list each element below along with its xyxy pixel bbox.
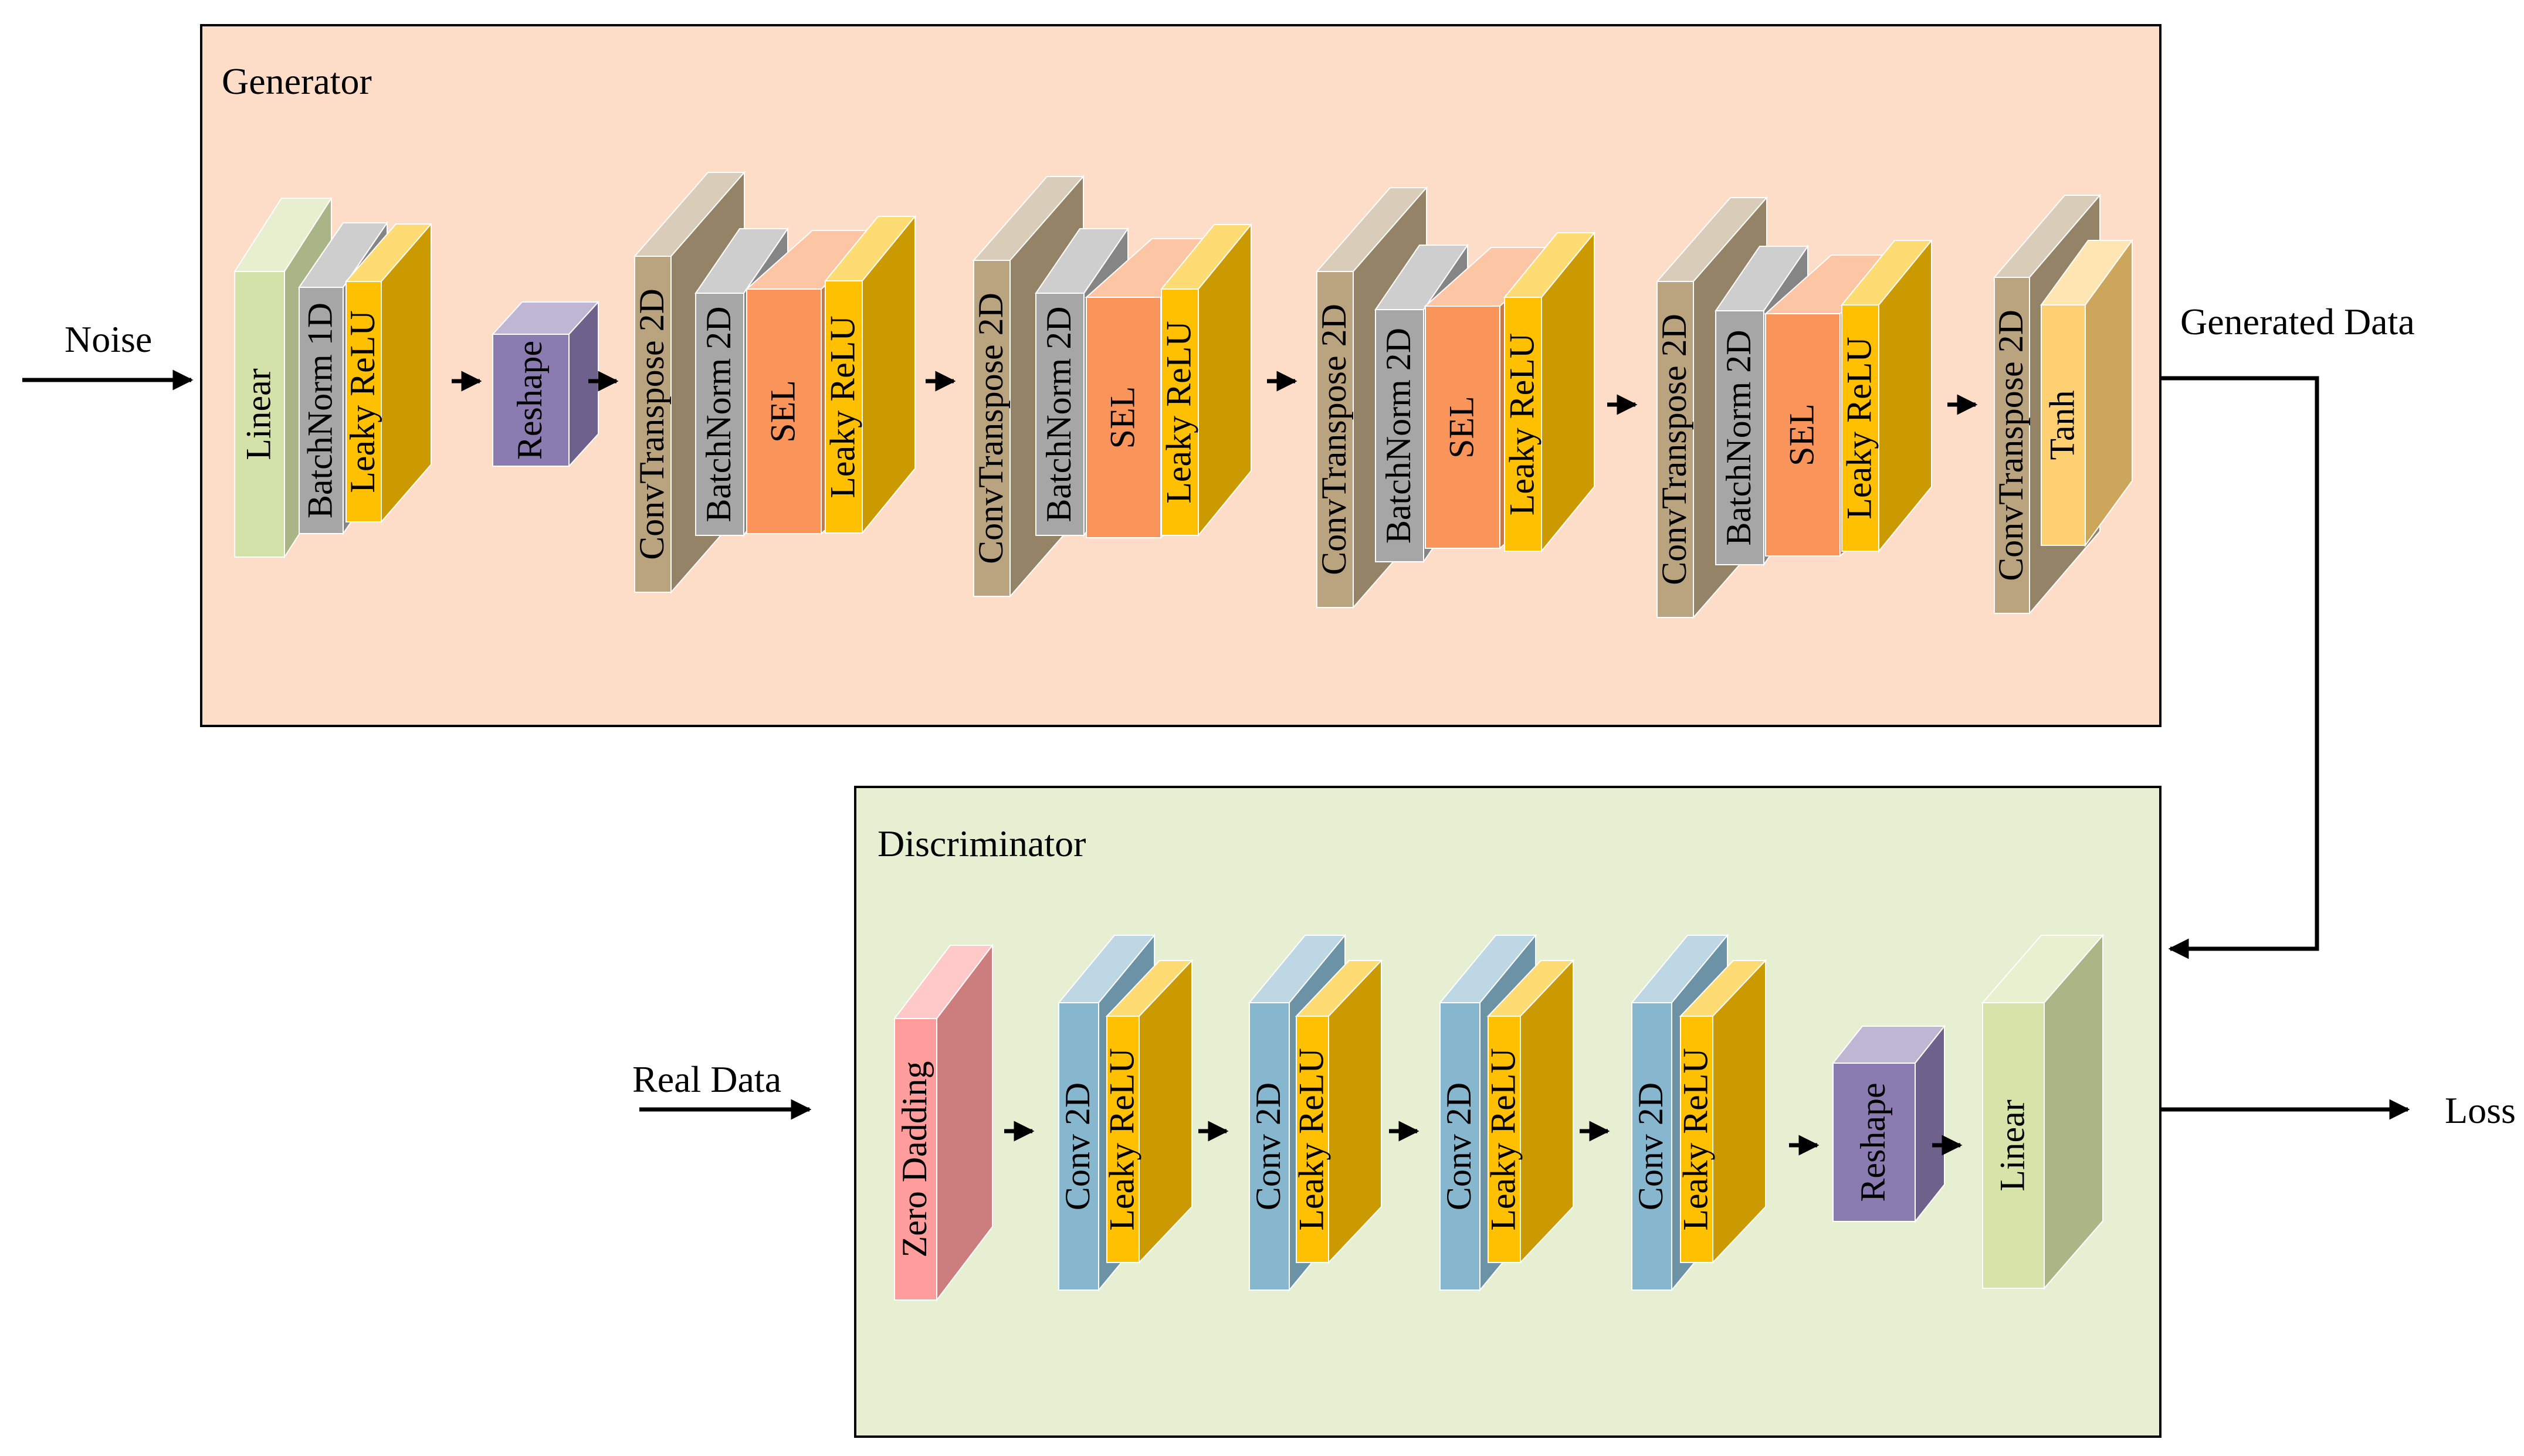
generator-layer-sel-label: SEL bbox=[1442, 396, 1480, 459]
generator-layer-convtranspose-2d-label: ConvTranspose 2D bbox=[1655, 314, 1693, 585]
generator-layer-leaky-relu-label: Leaky ReLU bbox=[1159, 321, 1198, 504]
discriminator-layer-leaky-relu: Leaky ReLU bbox=[1676, 959, 1767, 1264]
generator-layer-sel-label: SEL bbox=[763, 380, 802, 443]
discriminator-block-6: Reshape bbox=[1831, 1024, 1946, 1223]
generator-layer-convtranspose-2d-label: ConvTranspose 2D bbox=[632, 289, 671, 560]
discriminator-layer-reshape: Reshape bbox=[1831, 1024, 1946, 1223]
discriminator-layer-leaky-relu-label: Leaky ReLU bbox=[1102, 1048, 1141, 1231]
discriminator-layer-conv-2d-label: Conv 2D bbox=[1249, 1082, 1288, 1210]
discriminator-layer-leaky-relu-label: Leaky ReLU bbox=[1676, 1048, 1715, 1231]
generator-layer-leaky-relu: Leaky ReLU bbox=[343, 222, 433, 524]
discriminator-block-1: Zero Dadding bbox=[893, 943, 994, 1302]
generator-layer-reshape: Reshape bbox=[491, 300, 600, 468]
generator-layer-convtranspose-2d: ConvTranspose 2D bbox=[1314, 186, 1428, 609]
generator-layer-leaky-relu: Leaky ReLU bbox=[1502, 231, 1596, 553]
generator-layer-convtranspose-2d-label: ConvTranspose 2D bbox=[971, 293, 1010, 564]
generator-layer-batchnorm-2d-label: BatchNorm 2D bbox=[1039, 306, 1078, 522]
generator-layer-leaky-relu-label: Leaky ReLU bbox=[343, 310, 382, 493]
generator-layer-leaky-relu: Leaky ReLU bbox=[1159, 223, 1253, 537]
discriminator-layer-leaky-relu: Leaky ReLU bbox=[1483, 959, 1575, 1264]
discriminator-layer-zero-dadding-label: Zero Dadding bbox=[895, 1061, 934, 1258]
discriminator-layer-leaky-relu: Leaky ReLU bbox=[1292, 959, 1383, 1264]
noise-label: Noise bbox=[65, 318, 152, 360]
generator-layer-convtranspose-2d-label: ConvTranspose 2D bbox=[1314, 304, 1353, 575]
generator-layer-linear-label: Linear bbox=[239, 368, 277, 460]
discriminator-layer-linear: Linear bbox=[1981, 934, 2105, 1290]
discriminator-layer-conv-2d-label: Conv 2D bbox=[1058, 1082, 1097, 1210]
generator-block-2: Reshape bbox=[491, 300, 600, 468]
generated-data-connector bbox=[2160, 376, 2319, 959]
generator-layer-leaky-relu-label: Leaky ReLU bbox=[823, 315, 862, 498]
generator-layer-leaky-relu-label: Leaky ReLU bbox=[1839, 337, 1878, 520]
generator-layer-batchnorm-2d-label: BatchNorm 2D bbox=[699, 306, 738, 522]
real-data-label: Real Data bbox=[632, 1058, 781, 1100]
discriminator-layer-leaky-relu: Leaky ReLU bbox=[1102, 959, 1194, 1264]
generator-layer-batchnorm-2d-label: BatchNorm 2D bbox=[1719, 330, 1758, 545]
discriminator-layer-conv-2d-label: Conv 2D bbox=[1631, 1082, 1670, 1210]
generator-layer-sel-label: SEL bbox=[1782, 403, 1821, 466]
generator-layer-batchnorm-1d-label: BatchNorm 1D bbox=[300, 303, 339, 518]
generator-layer-sel-label: SEL bbox=[1103, 386, 1141, 449]
generator-layer-tanh: Tanh bbox=[2040, 238, 2133, 548]
discriminator-layer-reshape-label: Reshape bbox=[1854, 1082, 1892, 1202]
generator-block-7: ConvTranspose 2D Tanh bbox=[1991, 194, 2133, 615]
discriminator-layer-leaky-relu-label: Leaky ReLU bbox=[1292, 1048, 1330, 1231]
generator-layer-leaky-relu: Leaky ReLU bbox=[1839, 239, 1933, 553]
generator-layer-convtranspose-2d-label: ConvTranspose 2D bbox=[1991, 310, 2030, 581]
discriminator-block-7: Linear bbox=[1981, 934, 2105, 1290]
discriminator-title: Discriminator bbox=[878, 823, 1086, 864]
generator-block-5: ConvTranspose 2D BatchNorm 2D SEL Leaky ReL… bbox=[1314, 186, 1596, 609]
generator-layer-batchnorm-2d-label: BatchNorm 2D bbox=[1379, 328, 1418, 544]
generator-layer-tanh-label: Tanh bbox=[2042, 390, 2081, 460]
generator-layer-leaky-relu-label: Leaky ReLU bbox=[1502, 333, 1541, 516]
discriminator-layer-conv-2d-label: Conv 2D bbox=[1439, 1082, 1478, 1210]
discriminator-layer-linear-label: Linear bbox=[1993, 1099, 2031, 1192]
generator-block-3: ConvTranspose 2D BatchNorm 2D SEL Leaky ReL… bbox=[632, 171, 917, 594]
generator-block-4: ConvTranspose 2D BatchNorm 2D SEL Leaky ReL… bbox=[971, 175, 1253, 598]
generator-title: Generator bbox=[222, 60, 372, 102]
loss-label: Loss bbox=[2445, 1090, 2516, 1131]
generator-layer-reshape-label: Reshape bbox=[510, 341, 549, 460]
generator-layer-leaky-relu: Leaky ReLU bbox=[823, 215, 917, 535]
discriminator-layer-zero-dadding: Zero Dadding bbox=[893, 943, 994, 1302]
generator-block-6: ConvTranspose 2D BatchNorm 2D SEL Leaky ReL… bbox=[1655, 196, 1933, 619]
generated-data-label: Generated Data bbox=[2180, 301, 2415, 342]
discriminator-layer-leaky-relu-label: Leaky ReLU bbox=[1483, 1048, 1522, 1231]
